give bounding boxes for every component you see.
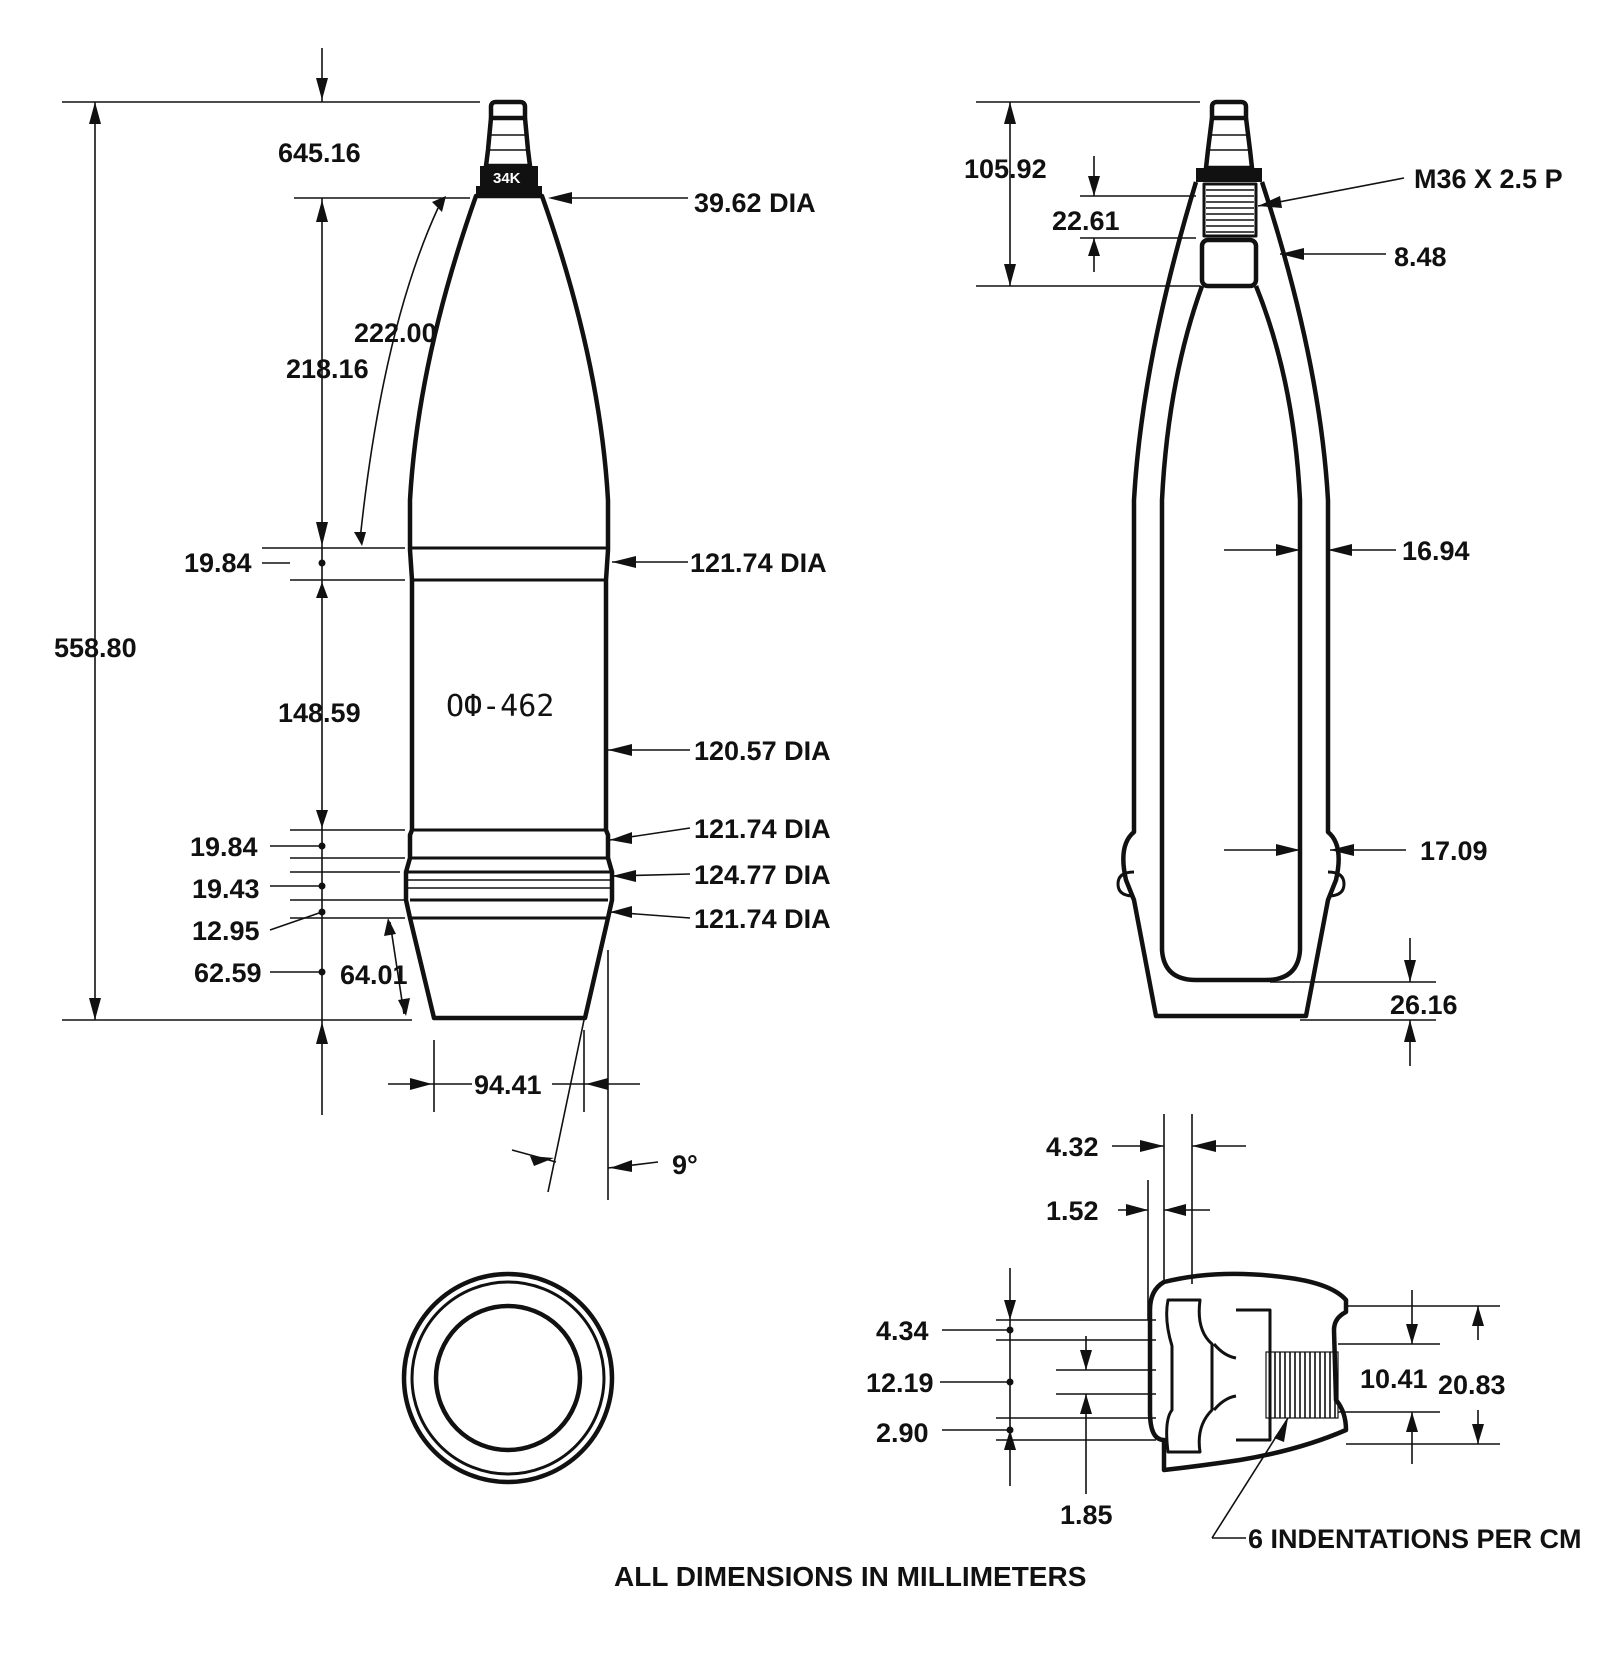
label-wall-thickness-upper: 16.94 <box>1402 536 1470 566</box>
band-outline <box>1147 1271 1349 1473</box>
rotating-band-detail <box>1147 1114 1349 1473</box>
fuze-tip <box>488 99 528 121</box>
label-base-diameter: 94.41 <box>474 1070 542 1100</box>
label-ogive-arc: 222.00 <box>354 318 437 348</box>
label-band-height: 12.19 <box>866 1368 934 1398</box>
label-lower-band-2: 12.95 <box>192 916 260 946</box>
label-fuze-well-wall: 8.48 <box>1394 242 1447 272</box>
label-band-total-width: 20.83 <box>1438 1370 1506 1400</box>
label-thread-spec: M36 X 2.5 P <box>1414 164 1563 194</box>
label-band-diameter: 124.77 DIA <box>694 860 831 890</box>
label-body-section: 148.59 <box>278 698 361 728</box>
label-boattail-length: 62.59 <box>194 958 262 988</box>
label-bourrelet-diameter: 121.74 DIA <box>690 548 827 578</box>
base-view <box>401 1271 615 1485</box>
label-body-diameter: 120.57 DIA <box>694 736 831 766</box>
label-body-length: 558.80 <box>54 633 137 663</box>
label-ogive-length: 218.16 <box>286 354 369 384</box>
label-rotating-band: 19.43 <box>192 874 260 904</box>
label-fuze-well-depth: 105.92 <box>964 154 1047 184</box>
label-band-top: 4.34 <box>876 1316 929 1346</box>
label-lower-band-1: 19.84 <box>190 832 258 862</box>
band-dimension-lines <box>940 1140 1500 1539</box>
label-overall-with-fuze: 645.16 <box>278 138 361 168</box>
label-boattail-angle: 9° <box>672 1150 698 1180</box>
label-band-groove-width: 4.32 <box>1046 1132 1099 1162</box>
label-rear-diameter: 121.74 DIA <box>694 904 831 934</box>
section-view <box>1116 99 1346 1019</box>
shell-marking: ОФ-462 <box>446 689 554 724</box>
section-outer-wall <box>1121 181 1341 1019</box>
section-inner-cavity <box>1159 285 1303 983</box>
label-band-bottom: 2.90 <box>876 1418 929 1448</box>
label-band-lip: 1.52 <box>1046 1196 1099 1226</box>
fuze-band <box>480 166 538 186</box>
label-band-groove-depth: 1.85 <box>1060 1500 1113 1530</box>
fuze-well-threads <box>1206 189 1254 233</box>
label-wall-thickness-lower: 17.09 <box>1420 836 1488 866</box>
section-dimension-lines <box>976 101 1436 1066</box>
label-upper-band-width: 19.84 <box>184 548 252 578</box>
label-knurl-note: 6 INDENTATIONS PER CM <box>1248 1524 1582 1554</box>
section-fuze-tip <box>1209 99 1249 121</box>
fuze-band-label: 34K <box>493 170 521 187</box>
label-nose-diameter: 39.62 DIA <box>694 188 816 218</box>
fuze-body <box>483 117 533 169</box>
external-dimension-lines <box>62 48 691 1200</box>
label-lower-bourrelet-diameter: 121.74 DIA <box>694 814 831 844</box>
label-base-thickness: 26.16 <box>1390 990 1458 1020</box>
footer-note: ALL DIMENSIONS IN MILLIMETERS <box>614 1561 1086 1592</box>
knurl-pattern <box>1265 1351 1339 1419</box>
label-boattail-slant: 64.01 <box>340 960 408 990</box>
external-view: 34K ОФ-462 <box>403 99 615 1021</box>
label-band-knurl-width: 10.41 <box>1360 1364 1428 1394</box>
shell-outline <box>403 193 615 1021</box>
label-thread-length: 22.61 <box>1052 206 1120 236</box>
